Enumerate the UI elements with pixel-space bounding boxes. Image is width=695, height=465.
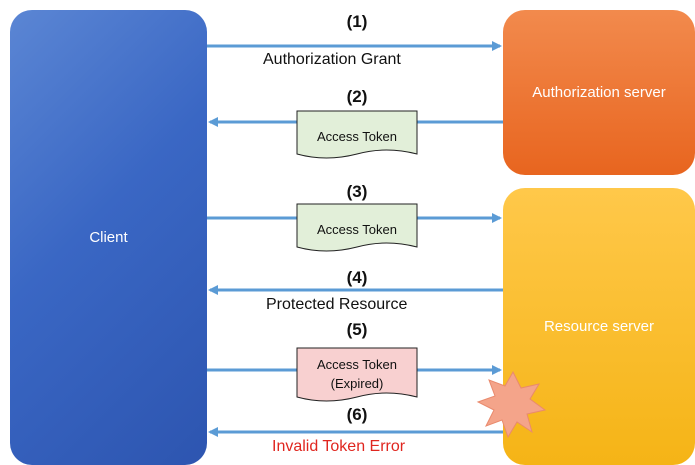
resource-server-label: Resource server: [543, 318, 655, 335]
document-shape-icon: [296, 203, 418, 252]
step-6-label: Invalid Token Error: [272, 438, 406, 455]
step-2-number: (2): [346, 87, 368, 106]
step-4-number: (4): [346, 268, 368, 287]
resource-server-node: Resource server: [503, 188, 695, 465]
expired-access-token-document-step-5: Access Token (Expired): [296, 347, 418, 405]
authorization-server-label: Authorization server: [532, 84, 666, 101]
client-label: Client: [89, 229, 128, 246]
step-3-number: (3): [346, 182, 368, 201]
access-token-document-step-3: Access Token: [296, 203, 418, 255]
access-token-label: Access Token: [317, 357, 397, 372]
document-shape-icon: [296, 347, 418, 402]
step-6-number: (6): [346, 405, 368, 424]
client-node: Client: [10, 10, 207, 465]
step-1-number: (1): [346, 12, 368, 31]
document-shape-icon: [296, 110, 418, 159]
step-5-number: (5): [346, 320, 368, 339]
step-1-label: Authorization Grant: [263, 51, 401, 68]
expired-burst-icon: [476, 370, 547, 439]
access-token-document-step-2: Access Token: [296, 110, 418, 162]
access-token-label: Access Token: [317, 128, 397, 144]
access-token-label: Access Token: [317, 221, 397, 237]
authorization-server-node: Authorization server: [503, 10, 695, 175]
step-4-label: Protected Resource: [266, 296, 408, 313]
expired-note: (Expired): [330, 376, 384, 391]
